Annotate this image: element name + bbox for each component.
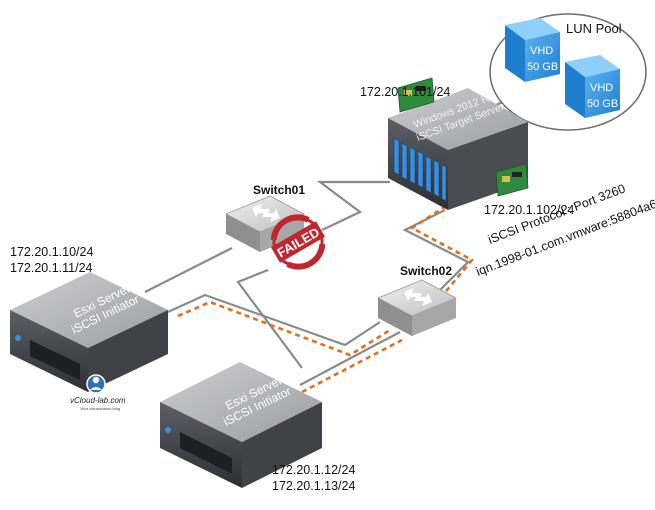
network-cables [144,96,513,386]
target-nic-1 [397,77,435,113]
esxi2-power-light [165,427,171,433]
cable-esxi2-switch02 [299,331,401,386]
vhd-1-size: 50 GB [527,61,558,73]
logo-tagline: Your virtualization blog [80,406,120,411]
target-nic-2 [495,163,529,197]
esxi1-power-light [15,335,21,341]
vhd-2-type: VHD [590,82,613,94]
vhd-1-type: VHD [530,45,553,57]
vhd-2-size: 50 GB [587,98,618,110]
logo-brand: vCloud-lab.com [70,396,126,405]
active-path-esxi1 [177,300,391,357]
lun-pool-title: LUN Pool [566,21,622,36]
target-drive-bays [393,137,447,202]
switch01: Switch01 [225,183,305,252]
active-path-target [409,204,475,297]
target-top-face [388,88,528,150]
esxi-server-2: Esxi Server iSCSI Initiator 172.20.1.12/… [160,362,355,493]
esxi1-ip-2: 172.20.1.11/24 [10,261,93,275]
switch01-name: Switch01 [253,183,305,197]
lun-pool: LUN Pool VHD 50 GB VHD 50 GB [489,13,647,131]
esxi2-ip-1: 172.20.1.12/24 [272,463,355,477]
iscsi-target-server: Windows 2012 R2 iSCSI Target Server 172.… [360,77,574,217]
switch02: Switch02 [377,264,457,336]
active-path-esxi2 [301,338,403,394]
vhd-disk-2: VHD 50 GB [565,55,620,118]
switch02-name: Switch02 [400,264,452,278]
target-ip-2: 172.20.1.102/24 [484,203,574,217]
target-ip-1: 172.20.1.101/24 [360,85,450,99]
switch01-arrows-icon [252,204,280,222]
cable-target-switch02 [402,209,470,291]
vhd-disk-1: VHD 50 GB [505,18,560,82]
cable-esxi1-switch02 [167,293,381,347]
cable-esxi1-switch01 [144,247,233,293]
logo-user-icon [86,374,106,394]
cable-esxi2-switch01 [236,268,303,369]
vcloud-lab-logo: vCloud-lab.com Your virtualization blog [70,374,126,411]
esxi1-ip-1: 172.20.1.10/24 [10,245,93,259]
iscsi-info: iSCSI Protocol : Port 3260 iqn.1998-01.c… [474,181,655,278]
active-iscsi-path [177,204,475,394]
esxi-server-1: Esxi Server iSCSI Initiator 172.20.1.10/… [10,245,168,392]
esxi2-ip-2: 172.20.1.13/24 [272,479,355,493]
cable-target-switch01 [316,180,390,231]
switch02-arrows-icon [404,288,432,306]
